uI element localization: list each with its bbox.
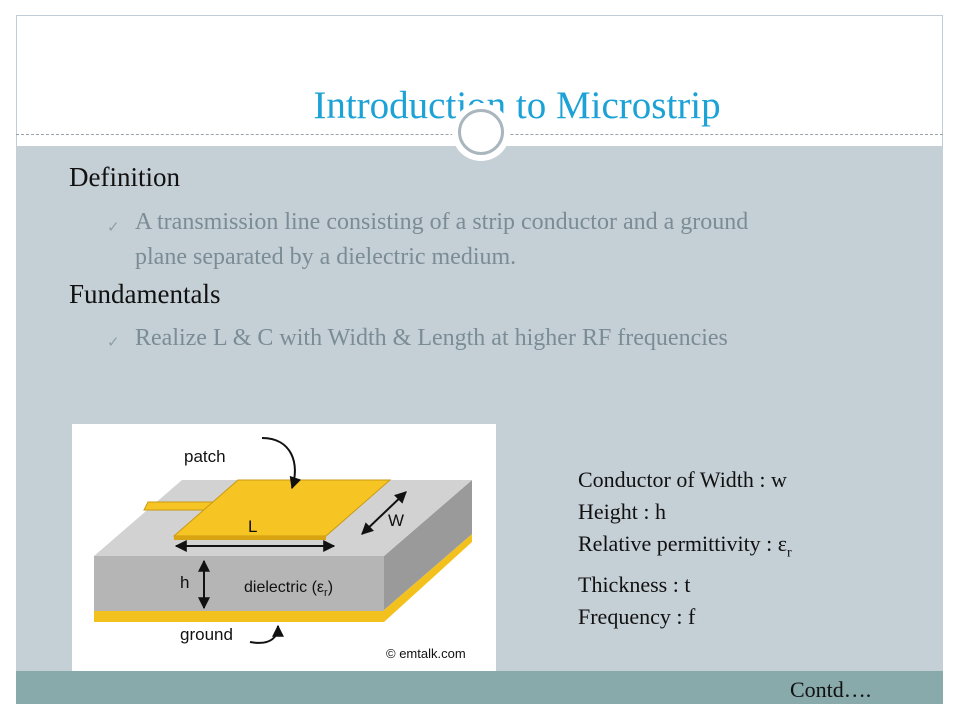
continued-label: Contd…. <box>790 677 872 702</box>
ground-callout-arrow <box>249 624 284 644</box>
param-height: Height : h <box>578 499 666 524</box>
slide-title: Introduction to Microstrip <box>313 84 721 127</box>
divider-circle-ring <box>458 109 504 155</box>
patch-callout-arrow <box>261 437 302 490</box>
patch-edge <box>174 536 326 540</box>
ground-plane <box>94 534 472 622</box>
width-label: W <box>388 511 404 530</box>
footer-bar <box>16 671 943 704</box>
parameter-list: Conductor of Width : w Height : h Relati… <box>578 464 792 633</box>
param-permittivity: Relative permittivity : εr <box>578 531 792 561</box>
patch-label: patch <box>184 447 226 466</box>
microstrip-figure: patch L W h dielectric (εr) ground © emt… <box>72 424 496 671</box>
height-label: h <box>180 573 189 592</box>
ground-label: ground <box>180 625 233 644</box>
heading-definition: Definition <box>69 162 180 192</box>
param-thickness: Thickness : t <box>578 572 691 598</box>
microstrip-diagram: patch L W h dielectric (εr) ground © emt… <box>94 437 472 661</box>
fundamentals-bullet: Realize L & C with Width & Length at hig… <box>135 325 728 351</box>
width-arrow <box>361 491 407 535</box>
definition-bullet-line-1: A transmission line consisting of a stri… <box>135 209 749 235</box>
substrate-side <box>384 480 472 610</box>
length-label: L <box>248 517 257 536</box>
dielectric-label: dielectric (εr) <box>244 579 333 599</box>
substrate-front <box>94 556 384 611</box>
check-icon: ✓ <box>107 220 120 236</box>
credit-label: © emtalk.com <box>386 646 466 661</box>
heading-fundamentals: Fundamentals <box>69 279 221 309</box>
param-frequency: Frequency : f <box>578 604 696 630</box>
param-width: Conductor of Width : w <box>578 467 787 492</box>
definition-bullet-line-2: plane separated by a dielectric medium. <box>135 244 517 270</box>
title-area: Introduction to Microstrip <box>16 15 943 135</box>
check-icon: ✓ <box>107 335 120 351</box>
